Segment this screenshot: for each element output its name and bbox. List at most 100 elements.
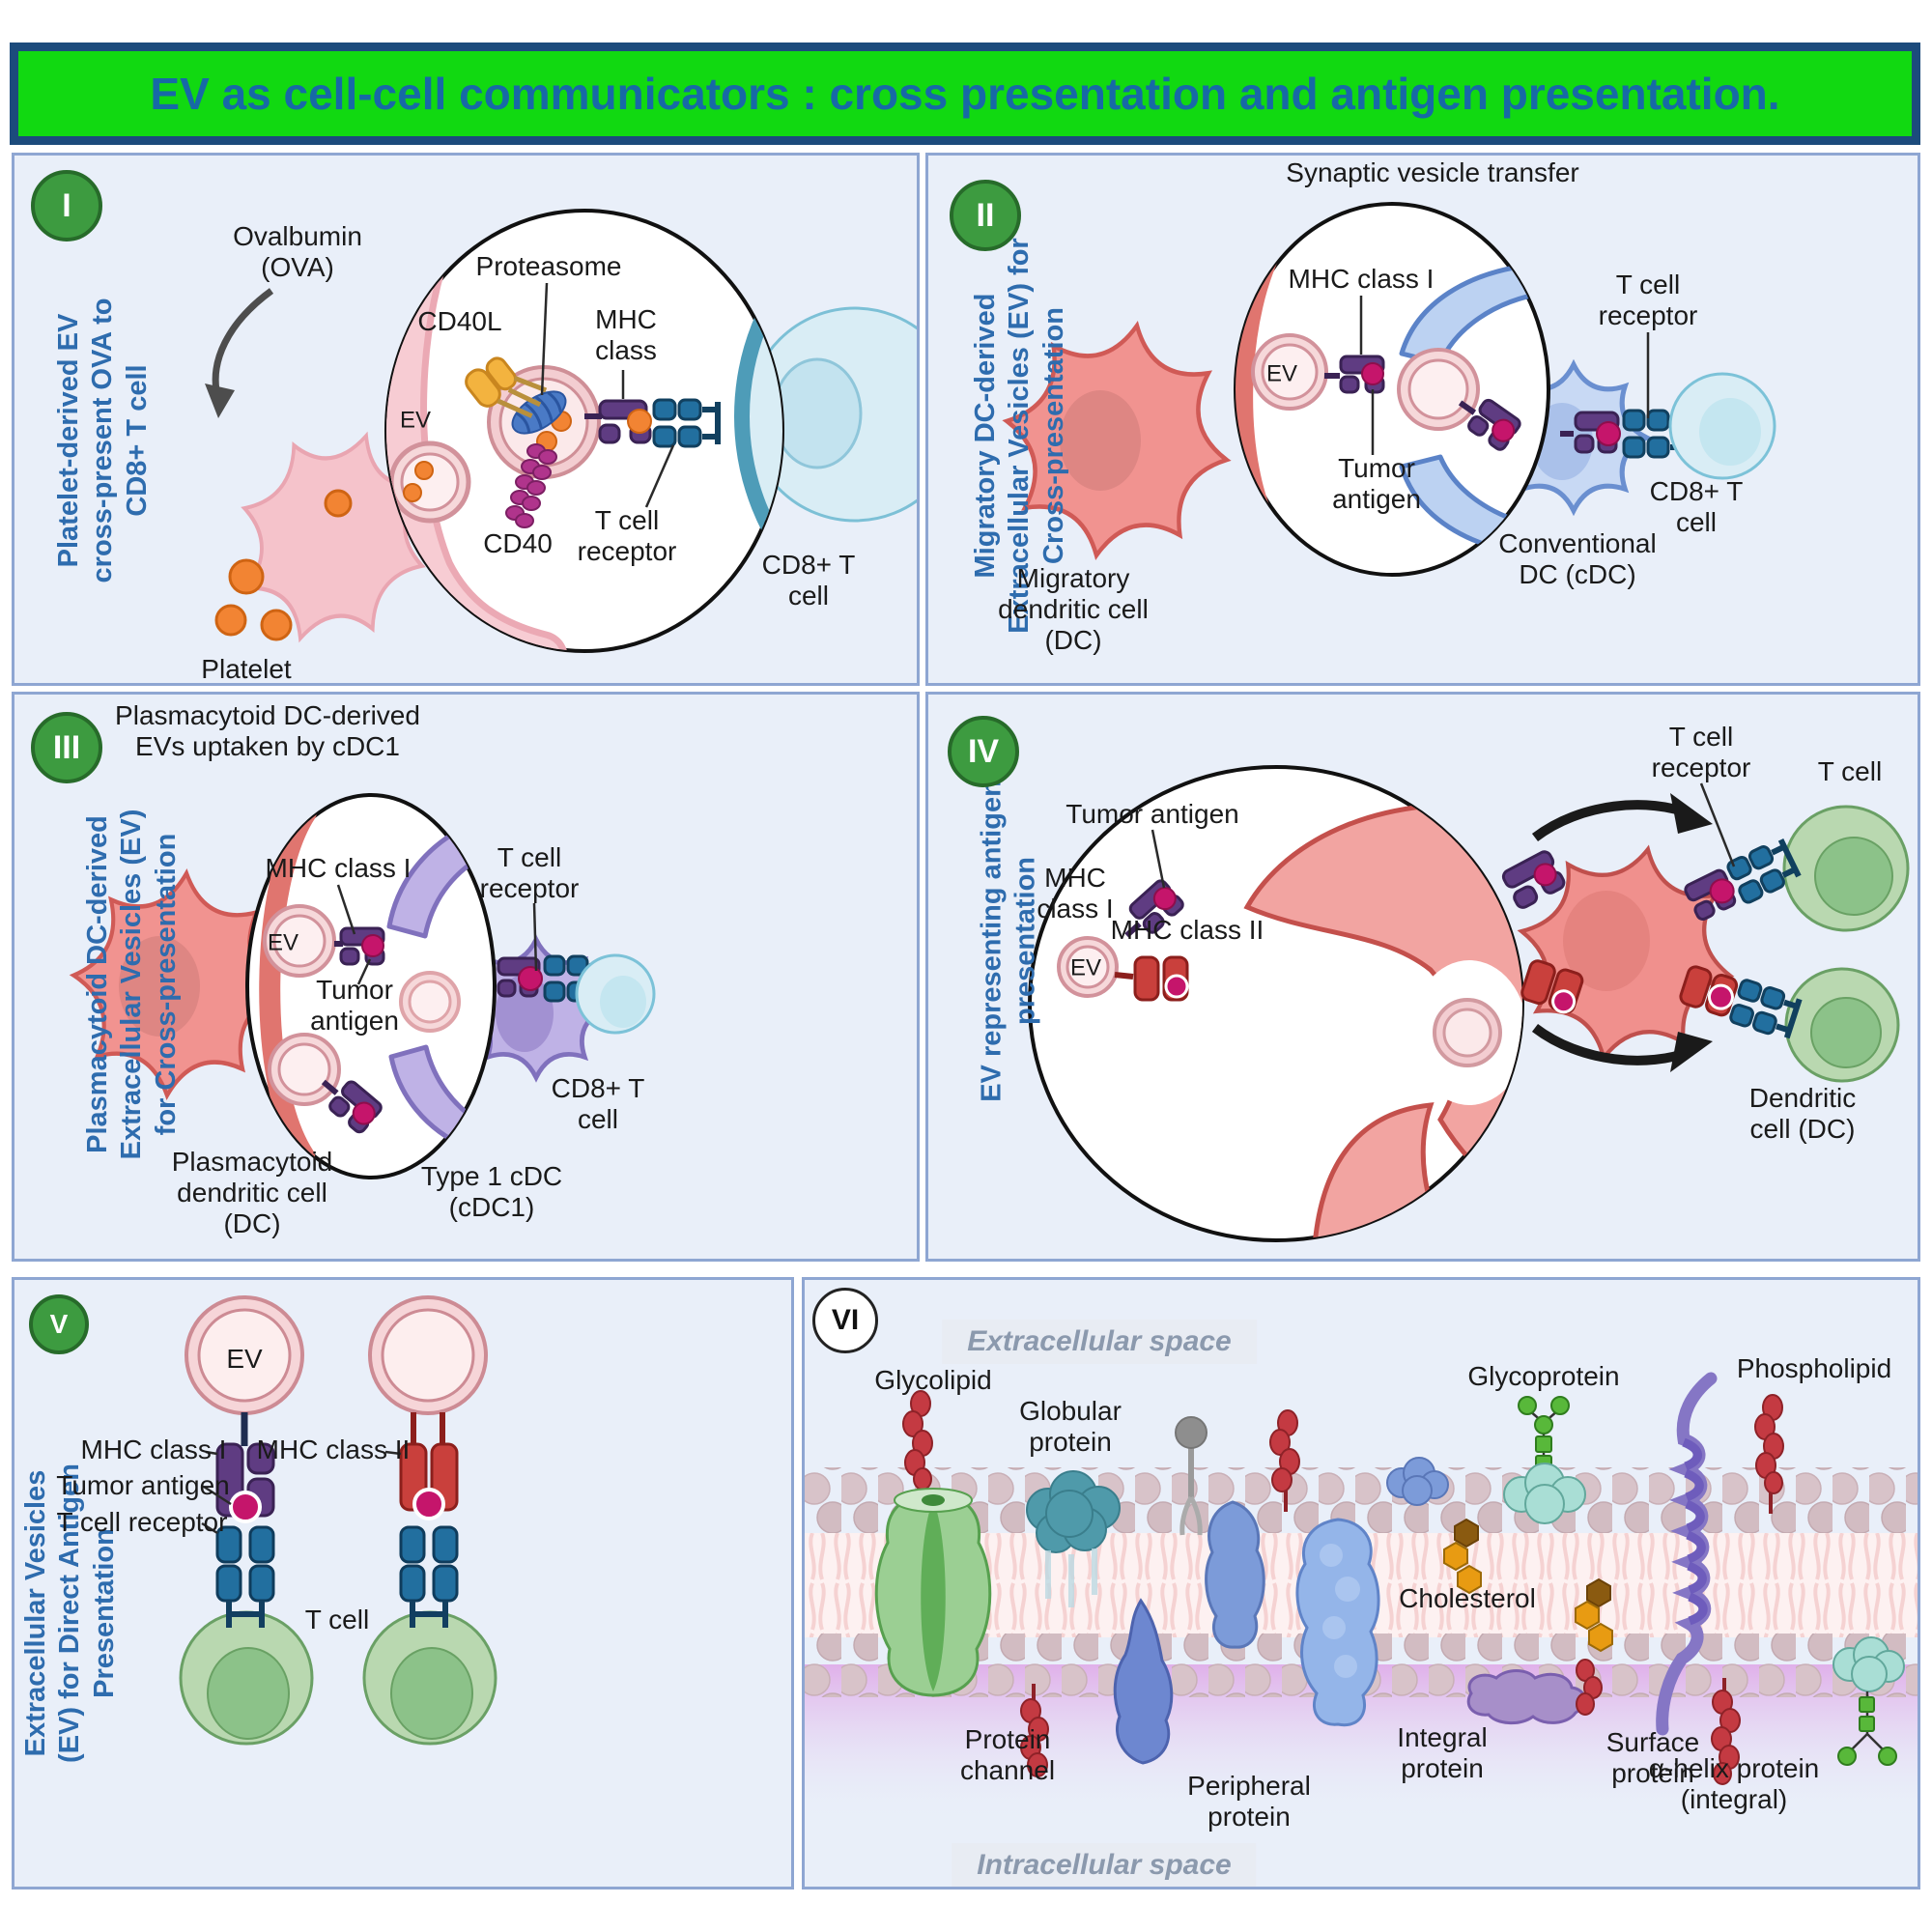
label-t-cell-receptor: T cell receptor	[1651, 722, 1751, 782]
label-platelet: Platelet	[201, 654, 292, 685]
label-ev: EV	[399, 407, 432, 434]
label-dendritic-cell: Dendritic cell (DC)	[1748, 1083, 1857, 1144]
panel-4-ev-antigen-presentation: IV EV representing antigen presentation …	[925, 692, 1920, 1262]
ev-vesicle-2	[268, 1033, 341, 1106]
label-mhc-class-i: MHC class I	[265, 853, 412, 884]
panel-3-art	[14, 793, 656, 1179]
cholesterol-1	[1443, 1518, 1482, 1595]
label-surface-protein: Surface protein	[1605, 1727, 1700, 1788]
figure-title-bar: EV as cell-cell communicators : cross pr…	[10, 43, 1920, 145]
transfer-arrows	[1531, 793, 1713, 1072]
transferred-vesicle	[1397, 348, 1480, 431]
label-glycolipid: Glycolipid	[874, 1365, 992, 1396]
panel-5-badge: V	[29, 1294, 89, 1354]
label-cd8-t-cell: CD8+ T cell	[551, 1073, 645, 1134]
label-t-cell-receptor: T cell receptor	[577, 505, 677, 566]
t-cell-bottom	[1784, 967, 1900, 1083]
panel-2-badge: II	[950, 180, 1021, 251]
label-ev: EV	[267, 929, 299, 956]
glycoprotein	[1503, 1396, 1586, 1524]
globular-protein	[1026, 1470, 1121, 1607]
ova-arrow	[205, 288, 274, 418]
membrane-surface-blob	[1386, 1457, 1449, 1506]
cholesterol-2	[1575, 1577, 1613, 1653]
t-cell-top	[1782, 805, 1910, 932]
label-mhc-class-i: MHC class I	[80, 1435, 227, 1465]
label-cholesterol: Cholesterol	[1399, 1583, 1536, 1614]
ev-vesicle	[388, 440, 471, 524]
panel-1-art	[205, 209, 917, 683]
platelet-cell	[212, 407, 455, 667]
label-tumor-antigen: Tumor antigen	[310, 975, 399, 1036]
panel-2-migratory-dc: II Migratory DC-derived Extracellular Ve…	[925, 153, 1920, 686]
integral-protein	[1295, 1518, 1380, 1727]
cd40l-molecule	[465, 356, 548, 418]
lollipop-lipid	[1175, 1416, 1208, 1536]
tumor-antigen-dot	[1152, 887, 1177, 911]
label-ev: EV	[1265, 360, 1298, 387]
leader-lines	[1359, 296, 1650, 455]
panel-2-art	[928, 202, 1776, 683]
label-phospholipid: Phospholipid	[1736, 1353, 1892, 1384]
chain-below-right	[1711, 1678, 1741, 1785]
caption-synaptic-transfer: Synaptic vesicle transfer	[1286, 157, 1579, 188]
label-t-cell-receptor: T cell receptor	[1598, 270, 1698, 330]
tumor-antigen-dot	[229, 1491, 262, 1523]
label-mhc-class-ii: MHC class II	[256, 1435, 411, 1465]
label-cd8-t-cell: CD8+ T cell	[761, 550, 856, 611]
proteasome	[511, 390, 567, 435]
panel-6-art	[805, 1372, 1918, 1824]
label-mhc-class-ii: MHC class II	[1110, 915, 1264, 946]
cd8-t-cell	[575, 953, 656, 1035]
plasmacytoid-dc-cell	[64, 865, 290, 1105]
mhc-class-ii-complex	[1133, 955, 1189, 1002]
label-t-cell-receptor: T cell receptor	[479, 842, 580, 903]
cd8-t-cell	[747, 306, 917, 523]
alpha-helix-protein	[1656, 1372, 1718, 1736]
mhc-ii-on-dc	[1520, 959, 1584, 1014]
glycoprotein-bottom	[1833, 1636, 1905, 1766]
ev-vesicle-1	[263, 904, 336, 978]
t-cell-left	[179, 1610, 314, 1746]
panel-3-badge: III	[31, 712, 102, 783]
label-type1-cdc: Type 1 cDC (cDC1)	[420, 1161, 563, 1222]
label-tumor-antigen: Tumor antigen	[56, 1470, 230, 1501]
ova-peptide	[627, 409, 652, 434]
cd40-molecule	[505, 443, 557, 528]
mhc-class-i-complex	[1339, 355, 1385, 394]
mhc-ii-tcr-bridge	[1679, 965, 1803, 1039]
mhc-i-on-dc	[1501, 850, 1566, 909]
tumor-antigen-dot	[361, 934, 384, 957]
migratory-dendritic-cell	[986, 306, 1246, 575]
tumor-antigen-dot	[1361, 362, 1384, 385]
panel-3-plasmacytoid-dc: III Plasmacytoid DC-derived Extracellula…	[12, 692, 920, 1262]
mhc-on-vesicle-2	[321, 1079, 383, 1134]
mhc-on-vesicle	[1458, 398, 1521, 451]
mhc-i-tcr-stack	[215, 1442, 275, 1628]
panel-4-badge: IV	[948, 716, 1019, 787]
peripheral-protein	[1113, 1598, 1174, 1765]
leader-lines	[336, 884, 538, 985]
mhc-class-i-complex	[339, 926, 385, 966]
label-cd40l: CD40L	[417, 306, 502, 337]
label-mhc-class: MHC class	[595, 304, 657, 365]
ova-dots	[214, 558, 293, 641]
panel-1-platelet-ev: I Platelet-derived EV cross-present OVA …	[12, 153, 920, 686]
mhc-tcr-bridge	[497, 954, 605, 1003]
leader-lines	[1151, 782, 1736, 889]
label-glycoprotein: Glycoprotein	[1467, 1361, 1620, 1392]
chain-below-left	[1020, 1684, 1049, 1777]
protein-channel	[874, 1488, 992, 1697]
magnified-pdc-membrane	[259, 802, 317, 1167]
ev-vesicle-right	[368, 1295, 488, 1415]
panel-5-art	[179, 1295, 497, 1746]
surface-protein	[1466, 1669, 1586, 1724]
pocket-vesicle	[1433, 998, 1502, 1067]
dendritic-cell	[1499, 827, 1752, 1080]
magnified-t-cell-membrane	[734, 211, 782, 651]
label-integral-protein: Integral protein	[1397, 1722, 1488, 1783]
panel-1-side-title: Platelet-derived EV cross-present OVA to…	[52, 298, 153, 583]
chain-below-mid	[1576, 1659, 1603, 1716]
mhc-i-tcr-bridge	[1684, 838, 1802, 921]
caption-pdc-ev: Plasmacytoid DC-derived EVs uptaken by c…	[115, 700, 420, 761]
